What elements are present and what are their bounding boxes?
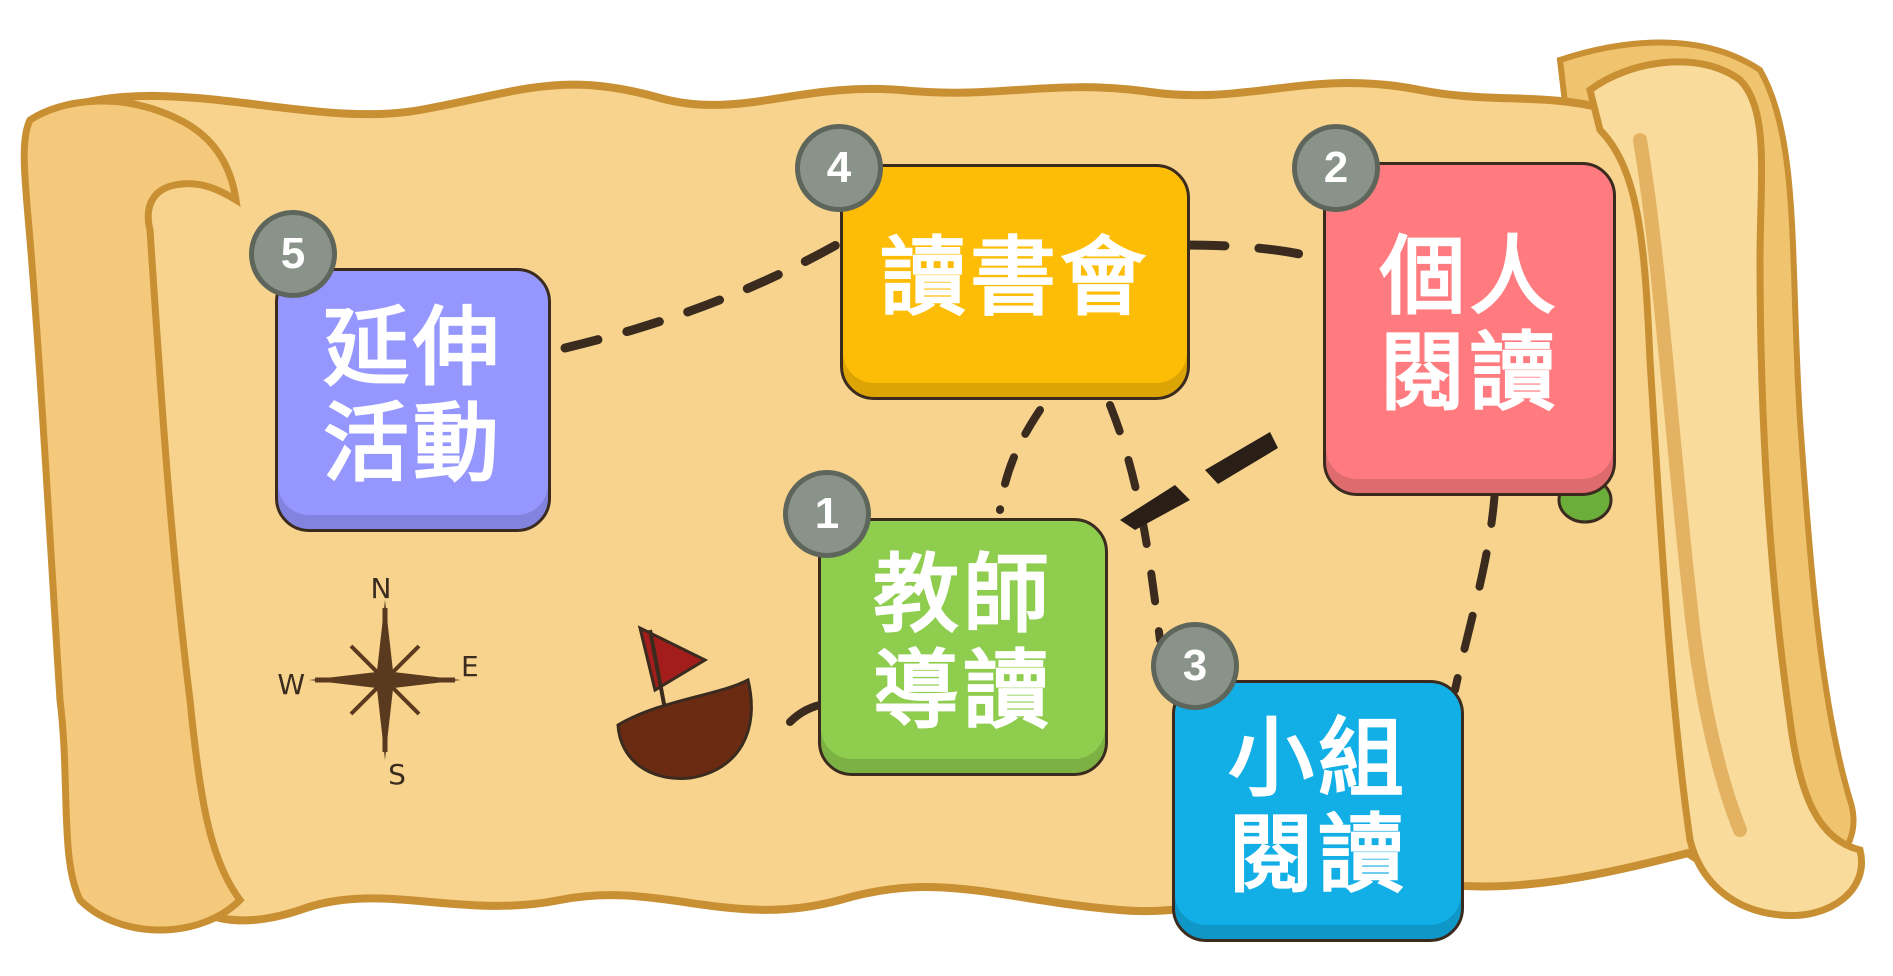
ship-icon bbox=[616, 625, 753, 780]
journey-path-5-to-4 bbox=[560, 235, 850, 353]
scroll-left-curl bbox=[20, 97, 245, 934]
scroll-right-roll-shade bbox=[1633, 133, 1747, 837]
compass-east-label: E bbox=[461, 650, 479, 683]
compass-south-label: S bbox=[388, 758, 406, 791]
step-number-badge-5: 5 bbox=[249, 210, 337, 298]
step-number-badge-3: 3 bbox=[1151, 622, 1239, 710]
journey-path-2-to-3 bbox=[1451, 486, 1499, 694]
step-card-label: 個人 閱讀 bbox=[1379, 226, 1560, 423]
step-number-badge-1: 1 bbox=[783, 470, 871, 558]
bold-path-mark-1 bbox=[1120, 485, 1190, 530]
step-number-badge-2: 2 bbox=[1292, 124, 1380, 212]
step-card-group-reading: 小組 閱讀 bbox=[1172, 680, 1464, 942]
journey-path-4-to-1-left bbox=[996, 406, 1044, 514]
step-card-personal-reading: 個人 閱讀 bbox=[1323, 162, 1616, 496]
ship-hull bbox=[616, 677, 753, 780]
step-number-badge-4: 4 bbox=[795, 124, 883, 212]
step-card-label: 讀書會 bbox=[880, 227, 1150, 328]
compass-rose-icon: N E S W bbox=[277, 572, 478, 791]
step-card-label: 小組 閱讀 bbox=[1228, 708, 1408, 905]
compass-north-label: N bbox=[371, 572, 392, 605]
step-card-extension-activities: 延伸 活動 bbox=[275, 268, 551, 532]
ship-sail bbox=[637, 625, 709, 693]
step-card-teacher-guided-reading: 教師 導讀 bbox=[818, 518, 1108, 776]
step-card-label: 教師 導讀 bbox=[873, 544, 1053, 741]
compass-west-label: W bbox=[277, 668, 305, 701]
step-card-book-club: 讀書會 bbox=[840, 164, 1190, 400]
journey-path-4-to-2 bbox=[1180, 240, 1335, 267]
step-card-label: 延伸 活動 bbox=[323, 297, 503, 494]
bold-path-mark-2 bbox=[1205, 432, 1278, 484]
